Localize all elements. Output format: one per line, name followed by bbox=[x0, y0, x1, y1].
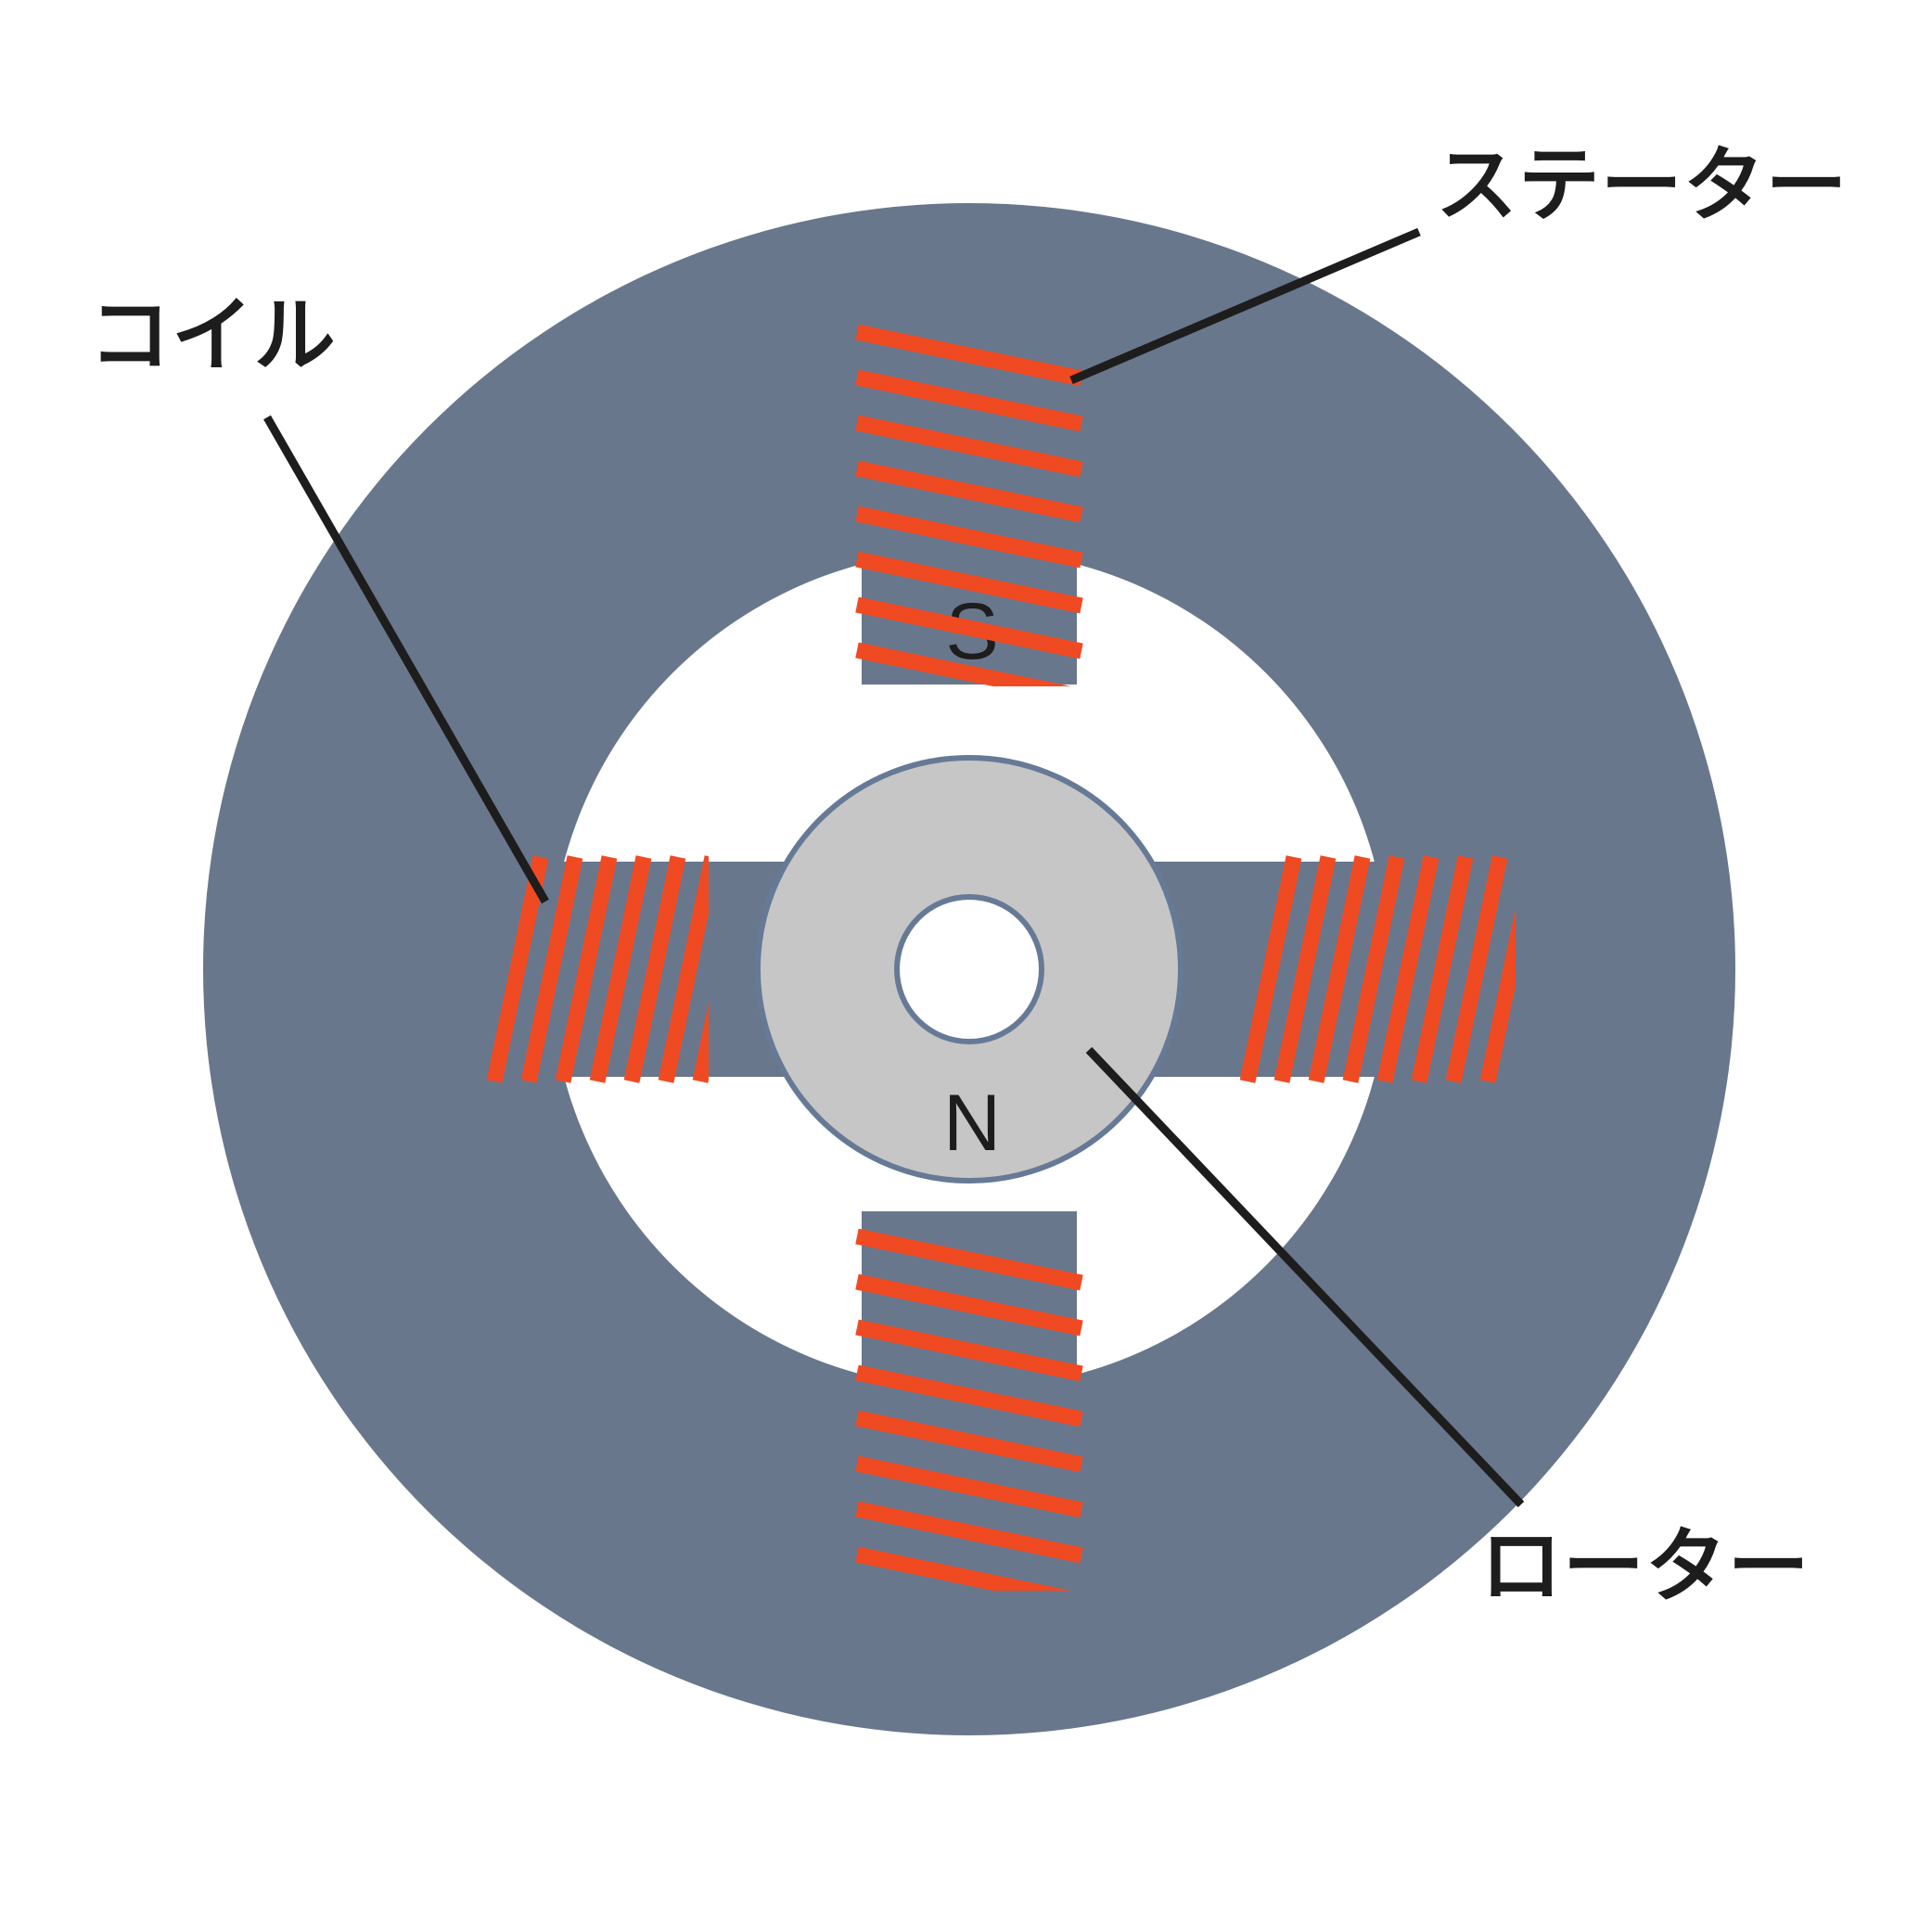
coil-turn-top bbox=[855, 324, 1083, 387]
coil-turn-right bbox=[1273, 855, 1337, 1083]
coil-turn-top bbox=[855, 369, 1083, 432]
coil-turn-top bbox=[855, 551, 1083, 614]
coil-turn-left bbox=[520, 855, 583, 1083]
coil-turn-right bbox=[1308, 855, 1371, 1083]
label-rotor: ローター bbox=[1480, 1518, 1810, 1614]
coil-turn-right bbox=[1239, 855, 1302, 1083]
coil-turn-top bbox=[855, 596, 1083, 659]
coil-turn-left bbox=[658, 855, 709, 1083]
coil-turn-top bbox=[855, 505, 1083, 569]
coil-turn-bottom bbox=[855, 1410, 1083, 1473]
coil-windings-group bbox=[486, 324, 1516, 1591]
coil-turn-left bbox=[555, 855, 618, 1083]
coil-turn-bottom bbox=[855, 1319, 1083, 1382]
coil-turn-right bbox=[1411, 855, 1474, 1083]
leader-line-rotor bbox=[1085, 1046, 1525, 1508]
leader-line-stator bbox=[1069, 227, 1421, 385]
coil-turn-left bbox=[486, 855, 549, 1083]
coil-turn-bottom bbox=[855, 1455, 1083, 1518]
label-coil: コイル bbox=[89, 288, 337, 383]
coil-turn-right bbox=[1342, 855, 1405, 1083]
leader-lines-group bbox=[263, 227, 1525, 1508]
rotor-shaft-hole bbox=[894, 894, 1044, 1044]
coil-turn-top bbox=[855, 460, 1083, 523]
coil-turn-bottom bbox=[855, 1364, 1083, 1427]
rotor-pole-n-label: N bbox=[943, 1079, 1001, 1168]
coil-turn-bottom bbox=[855, 1501, 1083, 1564]
coil-turn-right bbox=[1479, 907, 1516, 1083]
coil-turn-top bbox=[855, 415, 1083, 478]
coil-turn-top bbox=[855, 642, 1071, 686]
coil-turn-left bbox=[589, 855, 652, 1083]
coil-turn-right bbox=[1445, 855, 1508, 1083]
coil-turn-left bbox=[692, 1002, 709, 1083]
coil-turn-bottom bbox=[855, 1228, 1083, 1291]
coil-turn-right bbox=[1376, 855, 1439, 1083]
label-stator: ステーター bbox=[1436, 137, 1849, 233]
leader-line-coil bbox=[263, 415, 549, 904]
coil-turn-bottom bbox=[855, 1273, 1083, 1337]
coil-turn-left bbox=[623, 855, 686, 1083]
coil-turn-bottom bbox=[855, 1546, 1071, 1591]
rotor-assembly: S N bbox=[755, 587, 1184, 1184]
